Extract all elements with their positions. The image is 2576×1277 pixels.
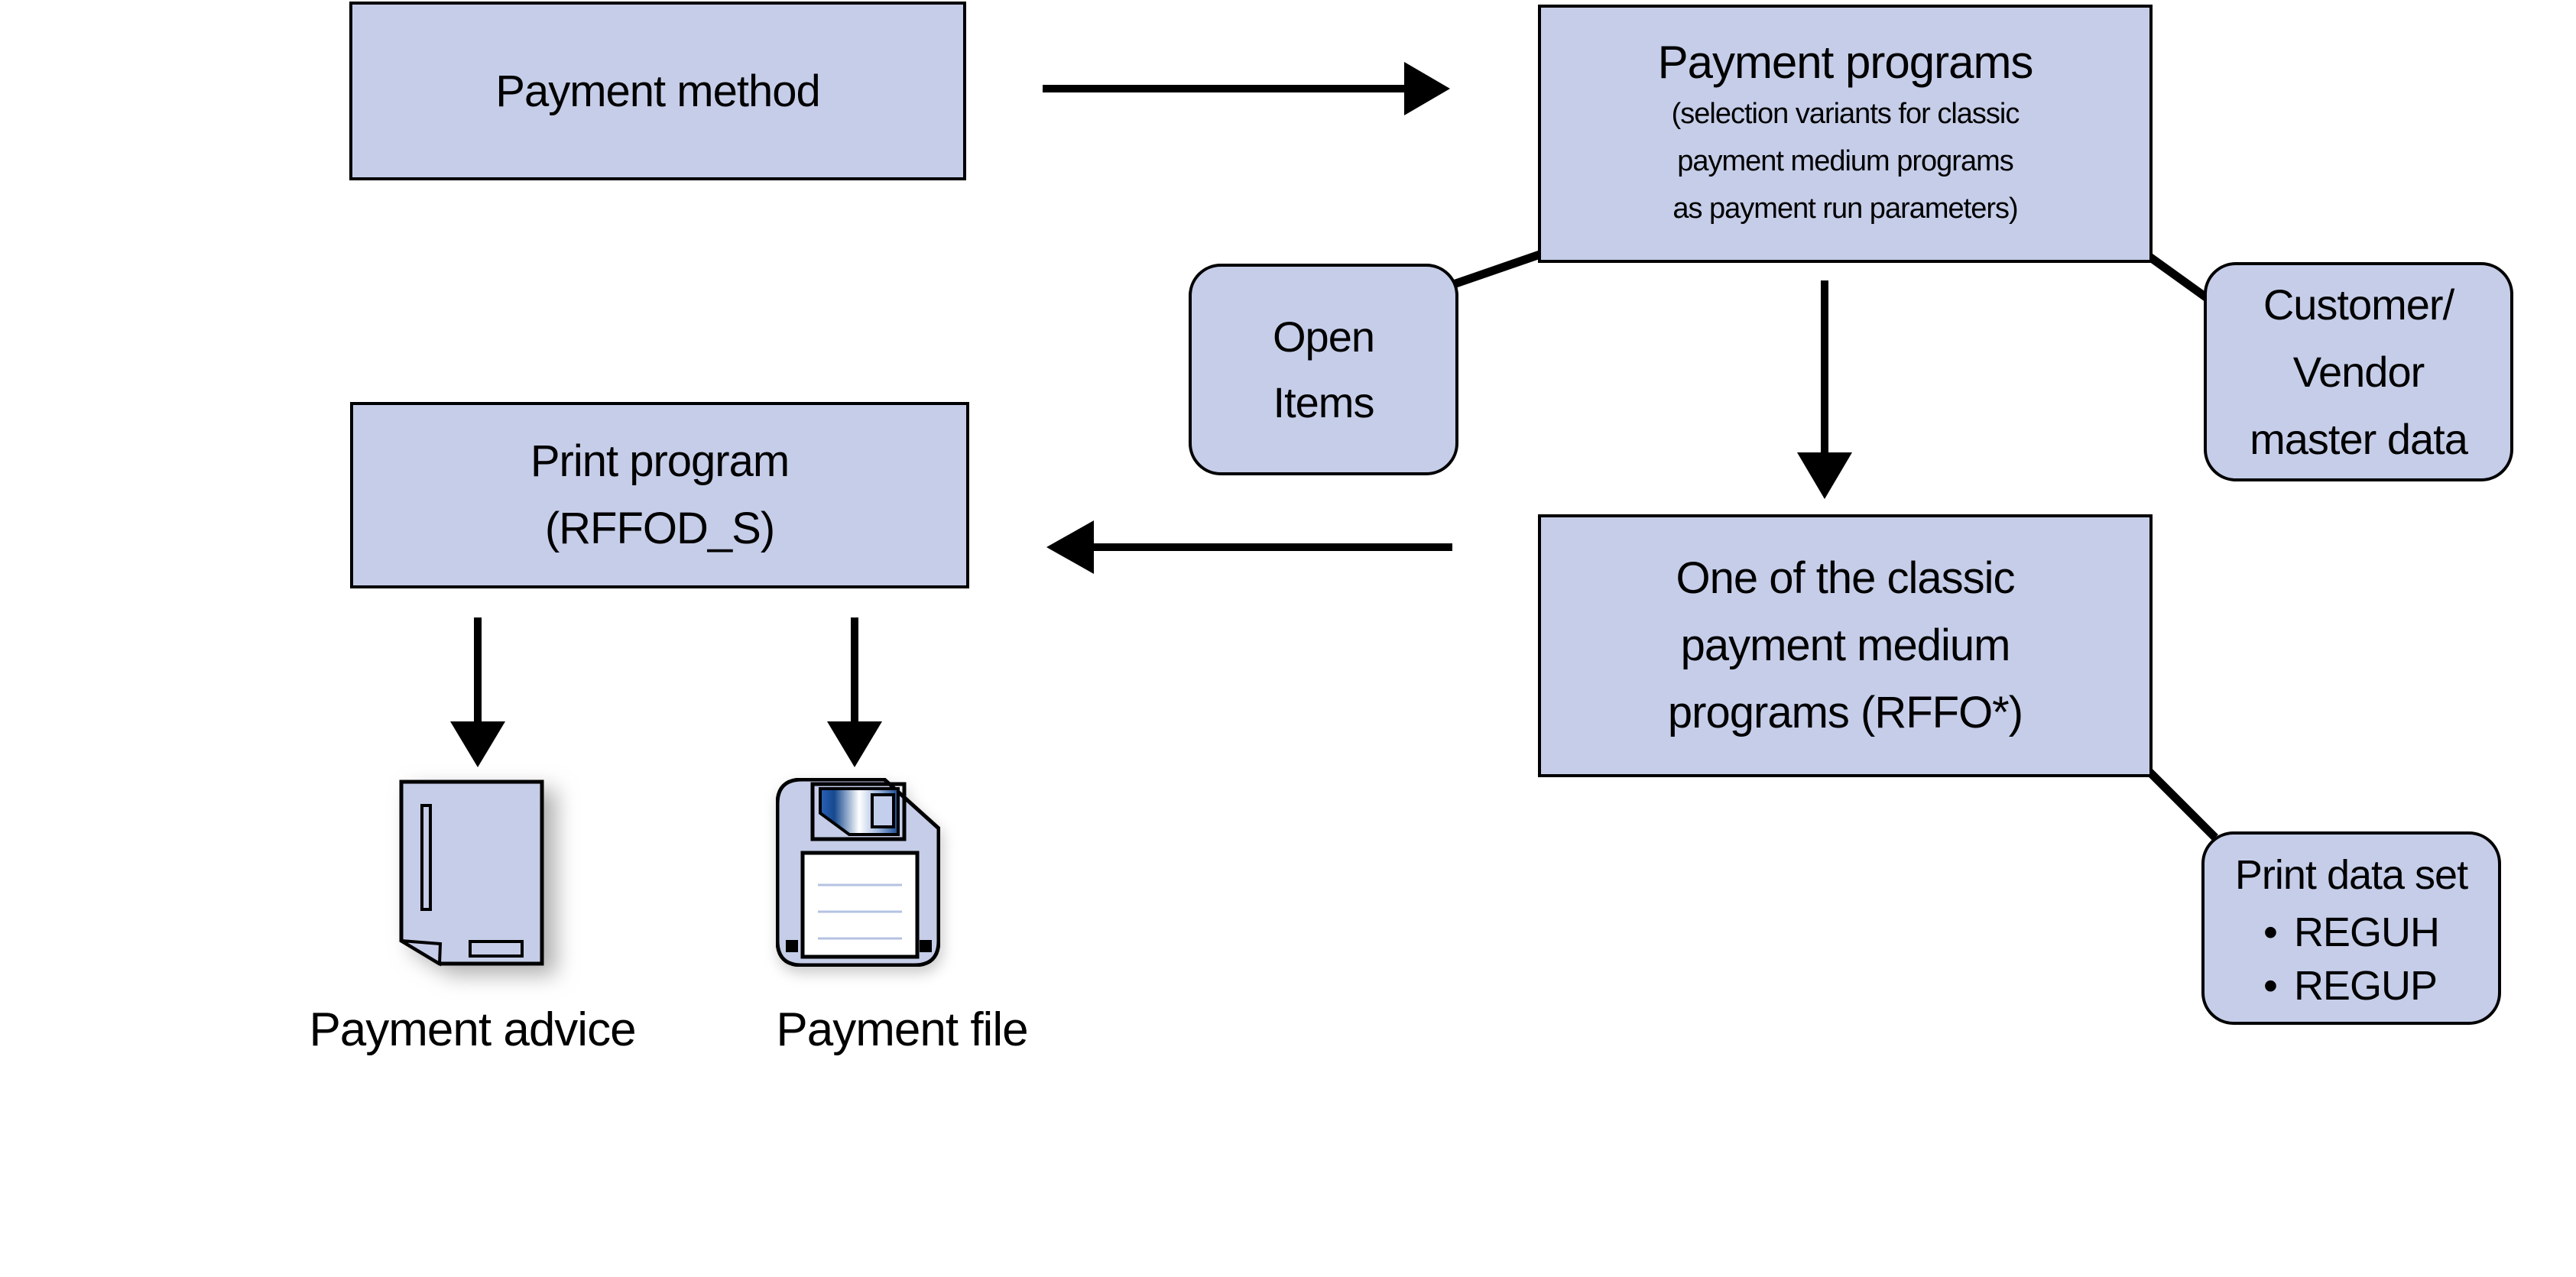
bullet-list: • REGUH • REGUP bbox=[2263, 906, 2440, 1013]
node-print-program: Print program (RFFOD_S) bbox=[350, 402, 969, 588]
bullet-dot: • bbox=[2263, 909, 2278, 955]
node-title: Print data set bbox=[2234, 851, 2468, 898]
node-classic-payment-medium-programs: One of the classic payment medium progra… bbox=[1538, 514, 2153, 777]
connector-open-items-to-payment-programs bbox=[1445, 247, 1550, 291]
node-label-line: (RFFOD_S) bbox=[544, 504, 775, 553]
node-print-data-set: Print data set • REGUH • REGUP bbox=[2201, 831, 2501, 1025]
connector-payment-programs-to-customer-vendor bbox=[2138, 247, 2218, 307]
node-subtitle-line: as payment run parameters) bbox=[1672, 193, 2018, 225]
node-label-line: programs (RFFO*) bbox=[1667, 688, 2023, 737]
payment-file-label: Payment file bbox=[776, 1003, 1028, 1056]
node-label-line: One of the classic bbox=[1676, 553, 2016, 603]
arrow-print-program-to-payment-file bbox=[827, 617, 882, 767]
node-subtitle-line: payment medium programs bbox=[1677, 145, 2014, 177]
node-payment-method: Payment method bbox=[349, 2, 966, 180]
floppy-label bbox=[800, 851, 920, 959]
node-customer-vendor: Customer/ Vendor master data bbox=[2204, 262, 2513, 481]
document-folded-corner bbox=[400, 939, 443, 967]
floppy-shutter-window bbox=[871, 793, 895, 828]
node-subtitle-line: (selection variants for classic bbox=[1671, 98, 2020, 130]
node-payment-programs: Payment programs (selection variants for… bbox=[1538, 5, 2153, 263]
arrow-payment-method-to-payment-programs bbox=[1043, 62, 1450, 115]
payment-advice-label: Payment advice bbox=[309, 1003, 636, 1056]
node-label-line: payment medium bbox=[1680, 621, 2011, 670]
node-label-line: Open bbox=[1273, 312, 1375, 361]
bullet-label: REGUP bbox=[2293, 962, 2438, 1009]
floppy-write-protect-right bbox=[920, 940, 932, 952]
node-label: Payment method bbox=[495, 66, 820, 116]
floppy-write-protect-left bbox=[786, 940, 798, 952]
node-title: Payment programs bbox=[1657, 37, 2034, 88]
bullet-item: • REGUH bbox=[2263, 906, 2440, 959]
document-footer-box bbox=[469, 940, 524, 958]
bullet-item: • REGUP bbox=[2263, 959, 2438, 1013]
arrow-print-program-to-payment-advice bbox=[450, 617, 505, 767]
document-slot bbox=[420, 804, 432, 911]
bullet-dot: • bbox=[2263, 962, 2278, 1009]
node-label-line: Customer/ bbox=[2263, 280, 2454, 329]
arrow-classic-programs-to-print-program bbox=[1046, 520, 1452, 574]
payment-file-floppy-disk-icon bbox=[776, 778, 940, 967]
arrow-payment-programs-to-classic-programs bbox=[1797, 280, 1852, 499]
connector-classic-programs-to-print-data-set bbox=[2143, 766, 2218, 841]
document-sheet bbox=[399, 779, 544, 966]
node-label-line: Print program bbox=[530, 436, 790, 486]
node-label-line: master data bbox=[2250, 414, 2468, 463]
node-open-items: Open Items bbox=[1189, 264, 1458, 475]
node-label-line: Vendor bbox=[2292, 347, 2425, 396]
floppy-shutter-housing bbox=[810, 782, 907, 841]
node-label-line: Items bbox=[1273, 378, 1375, 426]
bullet-label: REGUH bbox=[2293, 909, 2440, 955]
payment-advice-document-icon bbox=[399, 779, 544, 967]
